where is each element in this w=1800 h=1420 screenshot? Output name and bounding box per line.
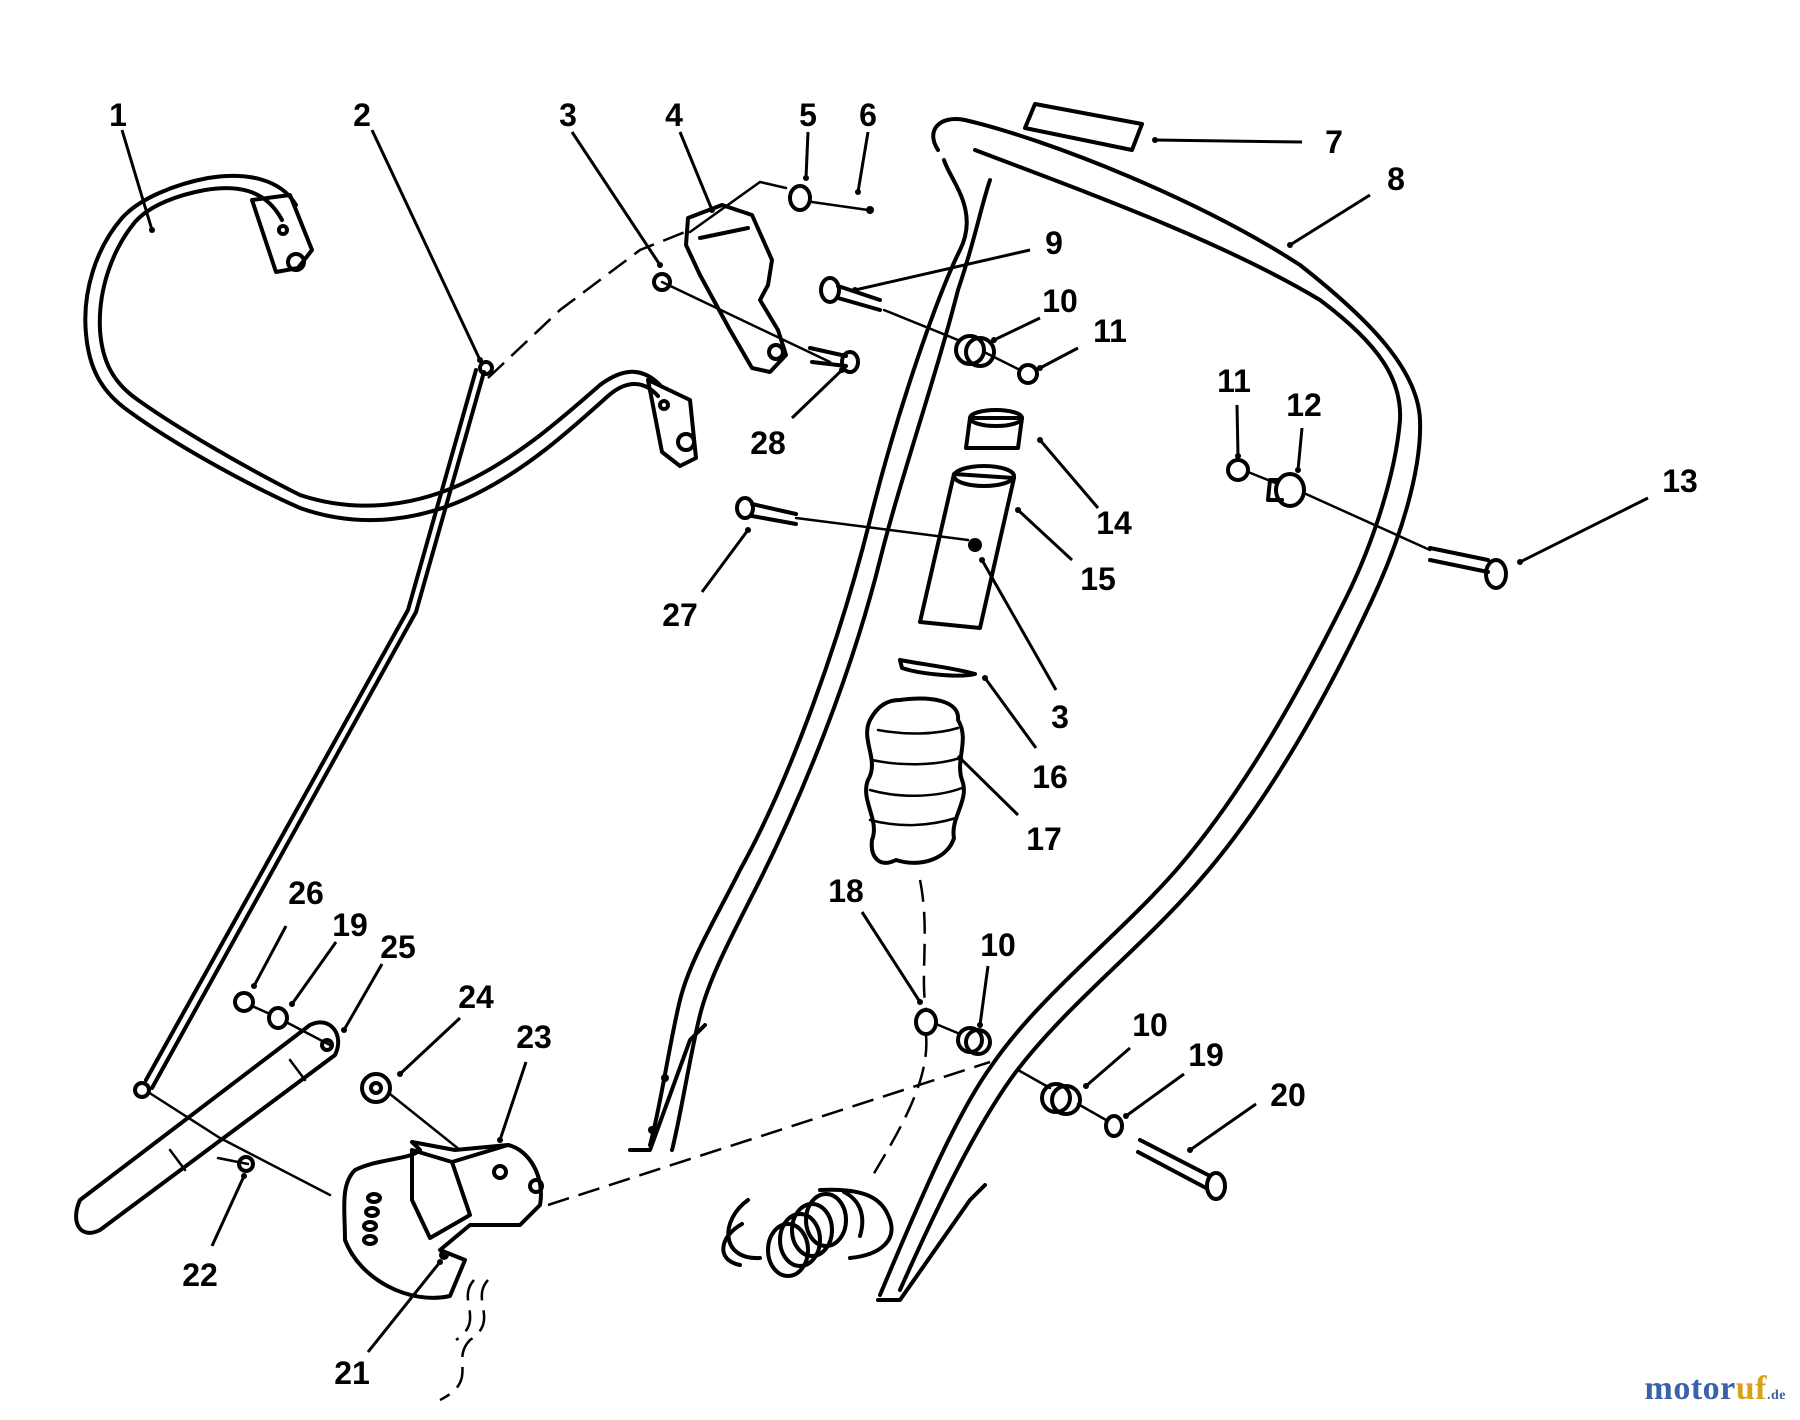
callout-22: 22 — [182, 1257, 218, 1293]
callout-13: 13 — [1662, 463, 1698, 499]
callout-3-lower: 3 — [1051, 699, 1069, 735]
part-20-bolt — [1136, 1138, 1227, 1201]
callout-14: 14 — [1096, 505, 1132, 541]
callout-21: 21 — [334, 1355, 370, 1391]
part-14-ring — [964, 408, 1024, 450]
callout-23: 23 — [516, 1019, 552, 1055]
callout-6: 6 — [859, 97, 877, 133]
part-28-bolt — [808, 346, 860, 374]
part-23-21-quadrant-bracket — [342, 1140, 544, 1300]
callout-3: 3 — [559, 97, 577, 133]
part-10-spacer-upper — [954, 334, 996, 368]
part-24-washer — [360, 1072, 392, 1104]
part-12-bushing — [1266, 472, 1306, 508]
callout-4: 4 — [665, 97, 683, 133]
part-7-grip-pad — [1023, 102, 1144, 152]
part-4-bracket — [652, 203, 788, 374]
callout-9: 9 — [1045, 225, 1063, 261]
part-13-bolt — [1428, 546, 1508, 590]
callout-19-left: 19 — [332, 907, 368, 943]
part-17-boot — [864, 696, 966, 865]
callout-5: 5 — [799, 97, 817, 133]
callout-17: 17 — [1026, 821, 1062, 857]
callout-11-upper: 11 — [1093, 313, 1127, 349]
part-19-washer-right — [1104, 1114, 1124, 1138]
assembly-lines — [146, 180, 1432, 1207]
callout-15: 15 — [1080, 561, 1116, 597]
part-22-nut — [237, 1155, 255, 1173]
callout-24: 24 — [458, 979, 494, 1015]
part-6-pin — [810, 200, 874, 214]
part-16-clip — [898, 658, 977, 678]
callout-11-right: 11 — [1217, 363, 1251, 399]
part-cable-stub — [439, 1279, 489, 1402]
callout-20: 20 — [1270, 1077, 1306, 1113]
motoruf-watermark-logo: motoruf.de — [1644, 1370, 1786, 1407]
part-19-washer-left — [267, 1006, 289, 1030]
callout-16: 16 — [1032, 759, 1068, 795]
part-11-nut-upper — [1017, 363, 1039, 385]
callout-27: 27 — [662, 597, 698, 633]
callout-10-upper: 10 — [1042, 283, 1078, 319]
part-10-spacer-middle — [956, 1026, 992, 1056]
part-26-nut — [233, 991, 255, 1013]
part-1-upper-handle — [83, 173, 698, 523]
part-5-washer — [788, 184, 812, 212]
part-27-bolt — [735, 496, 798, 526]
part-11-nut-right — [1226, 458, 1250, 482]
leader-lines — [120, 129, 1649, 1353]
callout-28: 28 — [750, 425, 786, 461]
callout-26: 26 — [288, 875, 324, 911]
callout-2: 2 — [353, 97, 371, 133]
callout-8: 8 — [1387, 161, 1405, 197]
callout-7: 7 — [1325, 124, 1343, 160]
part-22-lever — [74, 1020, 341, 1235]
callout-18: 18 — [828, 873, 864, 909]
part-15-tube — [918, 464, 1016, 630]
callout-10-middle: 10 — [980, 927, 1016, 963]
part-9-bolt — [819, 276, 882, 312]
callout-labels: 1 2 3 4 5 6 7 8 9 10 11 11 12 13 14 15 3… — [109, 97, 1698, 1391]
callout-10-lower: 10 — [1132, 1007, 1168, 1043]
part-18-washer — [914, 1008, 938, 1036]
part-8-main-handle — [628, 117, 1423, 1302]
callout-1: 1 — [109, 97, 127, 133]
callout-25: 25 — [380, 929, 416, 965]
part-10-spacer-lower — [1040, 1082, 1082, 1116]
part-lower-spring-boot — [721, 1187, 894, 1278]
part-2-control-rod — [133, 360, 494, 1099]
callout-19-right: 19 — [1188, 1037, 1224, 1073]
callout-12: 12 — [1286, 387, 1322, 423]
